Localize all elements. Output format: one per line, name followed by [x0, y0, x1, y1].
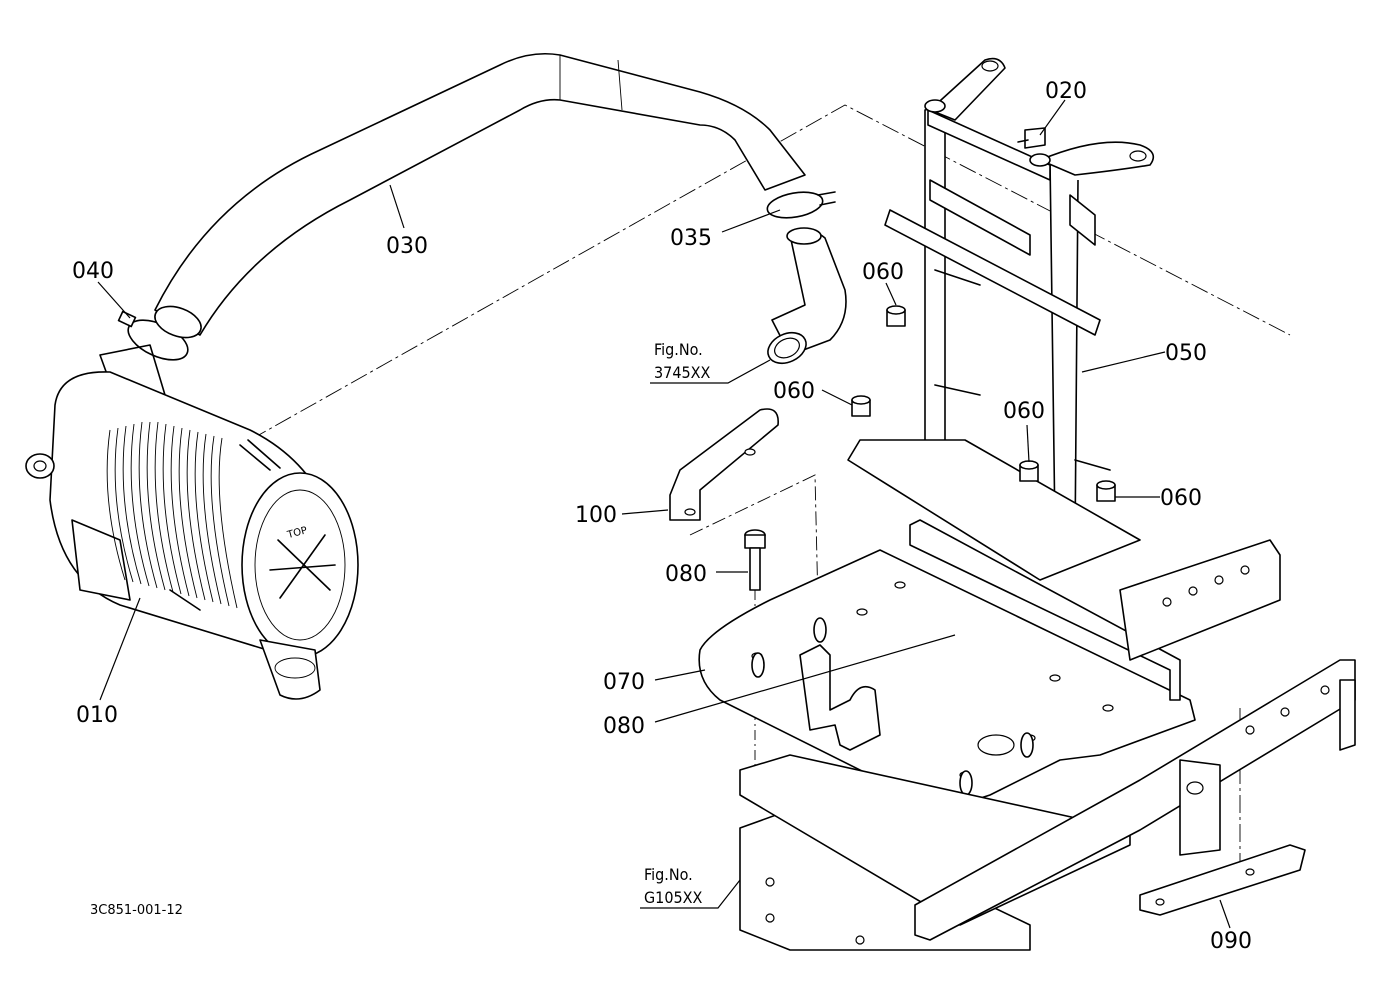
projection-lines	[249, 104, 1291, 880]
support-frame-050	[847, 57, 1155, 581]
callout-050: 050	[1165, 341, 1207, 366]
callout-035: 035	[670, 226, 712, 251]
bolt-080-a	[744, 529, 766, 591]
fig-ref-3745-number: 3745XX	[654, 363, 710, 382]
filter-ribs	[106, 421, 238, 609]
bolts-060	[851, 305, 1116, 502]
air-cleaner: TOP	[25, 344, 359, 700]
callout-040: 040	[72, 259, 114, 284]
frame-holes	[765, 565, 1330, 945]
drawing-id: 3C851-001-12	[90, 903, 183, 918]
cap-top-text: TOP	[285, 525, 308, 541]
base-frame	[739, 539, 1356, 951]
callout-060-a: 060	[862, 260, 904, 285]
callout-070: 070	[603, 670, 645, 695]
hose-clamp-035	[766, 191, 836, 219]
callout-060-c: 060	[1003, 399, 1045, 424]
figure-references: Fig.No. 3745XX Fig.No. G105XX	[644, 340, 710, 907]
callout-100: 100	[575, 503, 617, 528]
callout-030: 030	[386, 234, 428, 259]
part-callouts: 010 020 030 035 040 050 060 060 060 060 …	[72, 79, 1252, 954]
callout-060-d: 060	[1160, 486, 1202, 511]
bolt-060-a	[886, 305, 906, 327]
mounting-plate-070	[698, 519, 1196, 803]
bolt-060-c	[1019, 460, 1039, 482]
fig-ref-3745-prefix: Fig.No.	[654, 340, 703, 359]
hose-clamp-040	[117, 310, 189, 361]
callout-020: 020	[1045, 79, 1087, 104]
callout-080-a: 080	[665, 562, 707, 587]
fig-ref-g105-number: G105XX	[644, 888, 702, 907]
bracket-100	[669, 408, 779, 521]
bracket-090	[1139, 844, 1306, 916]
elbow-pipe	[767, 227, 847, 365]
top-cross-mark	[269, 534, 336, 599]
callout-010: 010	[76, 703, 118, 728]
callout-060-b: 060	[773, 379, 815, 404]
fig-ref-g105-prefix: Fig.No.	[644, 865, 693, 884]
bolt-060-d	[1096, 480, 1116, 502]
callout-090: 090	[1210, 929, 1252, 954]
bolt-020	[1017, 127, 1046, 149]
intake-hose-030	[154, 52, 806, 339]
callout-080-b: 080	[603, 714, 645, 739]
leader-lines	[97, 99, 1231, 929]
bolt-060-b	[851, 395, 871, 417]
